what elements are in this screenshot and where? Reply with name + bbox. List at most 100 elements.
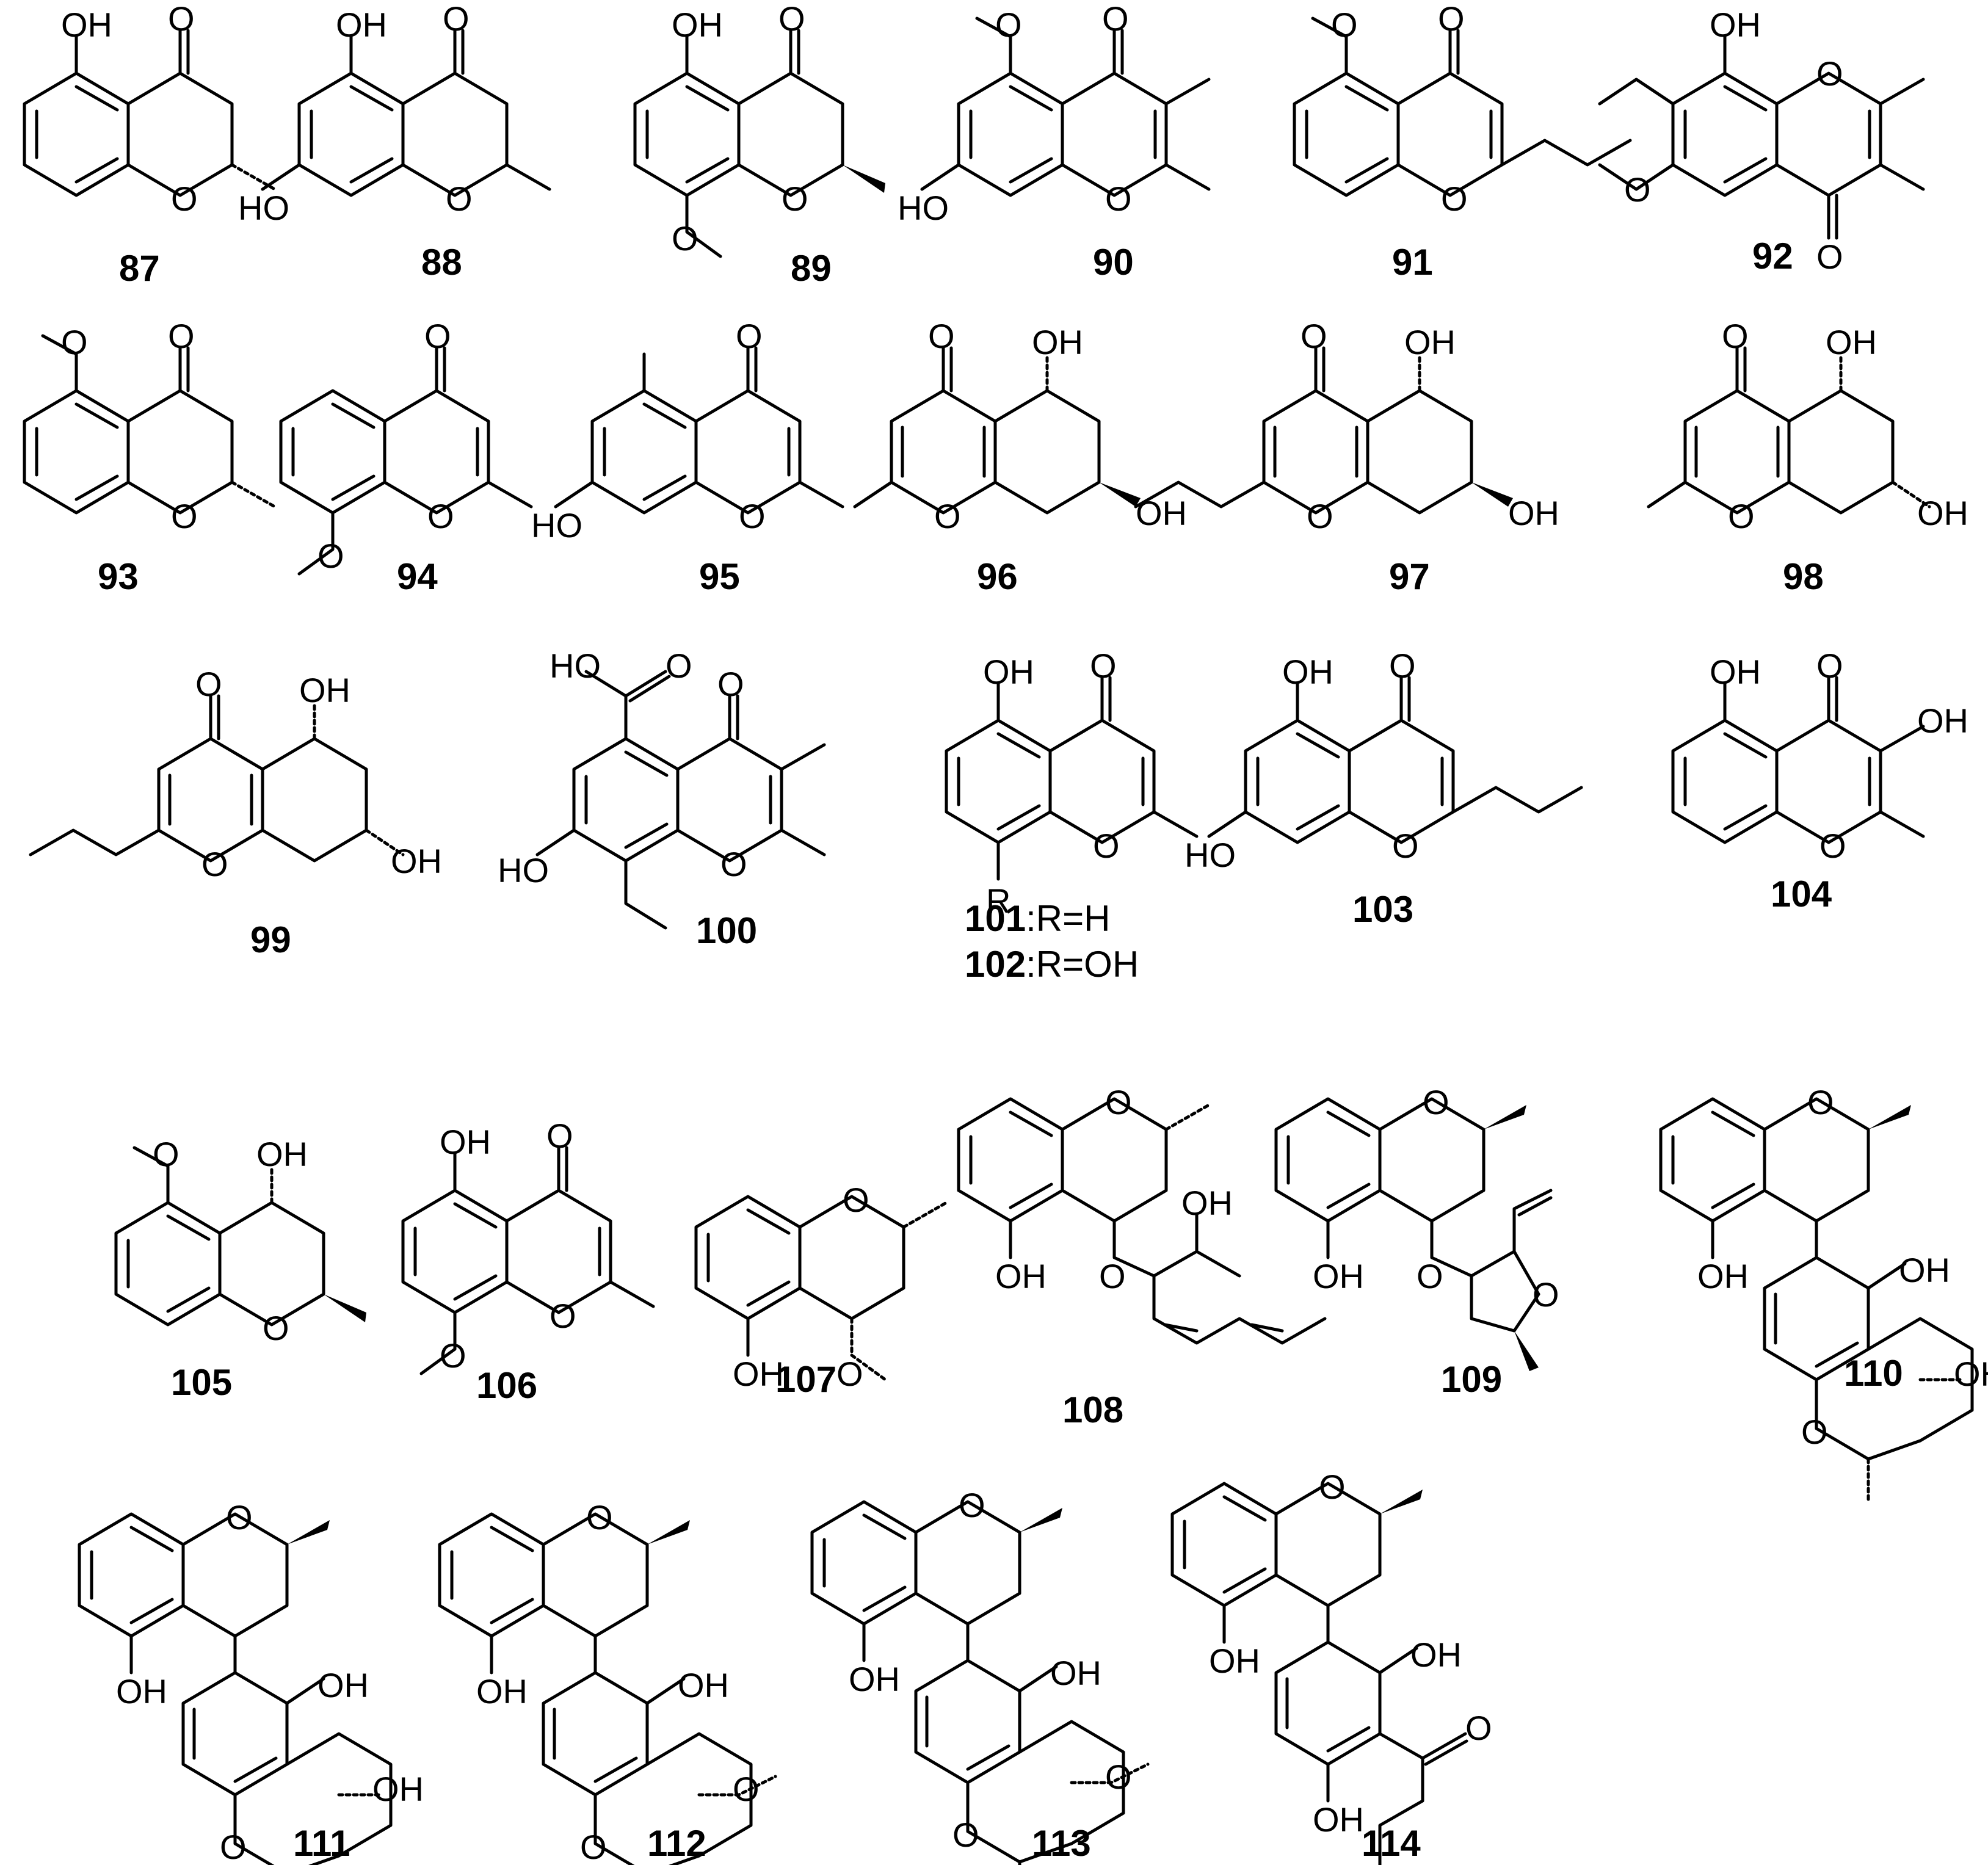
methoxy-oxygen-label: O bbox=[1624, 170, 1651, 209]
compound-number-106: 106 bbox=[476, 1365, 537, 1406]
ring-oxygen-label: O bbox=[1801, 1413, 1828, 1451]
carbonyl-oxygen-label: O bbox=[1389, 646, 1416, 685]
ring-oxygen-label: O bbox=[739, 497, 766, 535]
structure-107: OH O O bbox=[696, 1181, 948, 1393]
methoxy-oxygen-label: O bbox=[672, 219, 698, 258]
substituent-r-h: :R=H bbox=[1026, 898, 1110, 939]
carbonyl-oxygen-label: O bbox=[546, 1117, 573, 1155]
hydroxyl-label: OH bbox=[1313, 1257, 1364, 1295]
carbonyl-oxygen-label: O bbox=[168, 317, 195, 355]
compound-number-87: 87 bbox=[119, 248, 160, 289]
hydroxyl-label: OH bbox=[1697, 1257, 1749, 1295]
ring-oxygen-label: O bbox=[1392, 827, 1419, 865]
hydroxyl-label: OH bbox=[1508, 494, 1559, 532]
compound-number-111: 111 bbox=[293, 1823, 350, 1864]
methoxy-oxygen-label: O bbox=[317, 537, 344, 575]
compound-number-88: 88 bbox=[421, 242, 462, 283]
structure-100: HO O HO O O bbox=[498, 646, 826, 930]
compound-number-107: 107 bbox=[775, 1359, 836, 1400]
compound-number-92: 92 bbox=[1752, 236, 1793, 277]
ring-oxygen-label: O bbox=[952, 1816, 979, 1854]
compound-number-110: 110 bbox=[1844, 1353, 1903, 1394]
hydroxyl-label: OH bbox=[678, 1666, 729, 1704]
hydroxyl-label: OH bbox=[1282, 653, 1333, 691]
structure-98: O OH OH O bbox=[1647, 317, 1968, 535]
compound-number-96: 96 bbox=[977, 556, 1018, 597]
hydroxyl-label: OH bbox=[299, 671, 350, 709]
ring-oxygen-label: O bbox=[1423, 1083, 1449, 1121]
compound-number-91: 91 bbox=[1392, 242, 1433, 283]
ether-oxygen-label: O bbox=[1417, 1257, 1443, 1295]
ring-oxygen-label: O bbox=[226, 1498, 253, 1537]
hydroxyl-label: OH bbox=[1954, 1355, 1988, 1393]
hydroxyl-label: OH bbox=[1826, 323, 1877, 361]
hydroxyl-label: HO bbox=[898, 189, 949, 227]
compound-number-108: 108 bbox=[1062, 1389, 1123, 1430]
carbonyl-oxygen-label: O bbox=[736, 317, 763, 355]
ring-oxygen-label: O bbox=[427, 497, 454, 535]
hydroxyl-label: OH bbox=[256, 1135, 308, 1173]
hydroxyl-label: OH bbox=[1899, 1251, 1950, 1289]
ring-oxygen-label: O bbox=[446, 179, 473, 218]
hydroxyl-label: OH bbox=[391, 842, 442, 880]
structure-99: O OH OH O bbox=[29, 665, 442, 883]
compound-number-102: 102:R=OH bbox=[965, 944, 1139, 985]
hydroxyl-label: OH bbox=[1209, 1642, 1260, 1680]
ether-oxygen-label: O bbox=[1099, 1257, 1126, 1295]
structure-92: OH O O O bbox=[1598, 5, 1925, 276]
structure-96: O OH OH O bbox=[853, 317, 1187, 535]
carbonyl-oxygen-label: O bbox=[443, 0, 470, 38]
compound-number-105: 105 bbox=[171, 1362, 232, 1403]
compound-number-104: 104 bbox=[1771, 874, 1832, 914]
methoxy-oxygen-label: O bbox=[1105, 1758, 1132, 1796]
hydroxyl-label: OH bbox=[372, 1770, 424, 1808]
structure-112: OH OH O O O bbox=[440, 1498, 777, 1865]
structure-108: OH O OH O bbox=[959, 1083, 1327, 1345]
compound-number-101: 101:R=H bbox=[965, 898, 1110, 939]
compound-number-112: 112 bbox=[647, 1823, 706, 1864]
ring-oxygen-label: O bbox=[934, 497, 961, 535]
carbonyl-oxygen-label: O bbox=[778, 0, 805, 38]
structure-97: O OH OH O bbox=[1134, 317, 1559, 535]
substituent-r-oh: :R=OH bbox=[1026, 944, 1139, 985]
ring-oxygen-label: O bbox=[220, 1828, 247, 1865]
compound-number-89: 89 bbox=[791, 248, 832, 289]
ring-oxygen-label: O bbox=[1105, 179, 1132, 218]
compound-number-103: 103 bbox=[1352, 889, 1413, 930]
methoxy-oxygen-label: O bbox=[836, 1355, 863, 1393]
hydroxyl-label: OH bbox=[1404, 323, 1456, 361]
ring-oxygen-label: O bbox=[782, 179, 808, 218]
hydroxyl-label: OH bbox=[1710, 5, 1761, 44]
structure-105: O OH O bbox=[116, 1135, 366, 1347]
hydroxyl-label: OH bbox=[672, 5, 723, 44]
compound-number-100: 100 bbox=[696, 910, 757, 951]
ring-oxygen-label: O bbox=[1728, 497, 1755, 535]
structure-89: OH O O O bbox=[635, 0, 885, 258]
ring-oxygen-label: O bbox=[1093, 827, 1120, 865]
ring-oxygen-label: O bbox=[580, 1828, 607, 1865]
hydroxyl-label: OH bbox=[336, 5, 387, 44]
ring-oxygen-label: O bbox=[550, 1297, 576, 1335]
ring-oxygen-label: O bbox=[263, 1309, 289, 1347]
hydroxyl-label: OH bbox=[476, 1672, 528, 1711]
structure-90: O HO O O bbox=[898, 0, 1211, 227]
structure-93: O O O bbox=[24, 317, 277, 535]
hydroxyl-label: OH bbox=[733, 1355, 784, 1393]
carbonyl-oxygen-label: O bbox=[424, 317, 451, 355]
structure-103: OH HO O O bbox=[1184, 646, 1583, 874]
hydroxyl-label: OH bbox=[1050, 1654, 1101, 1692]
compound-number-109: 109 bbox=[1441, 1359, 1502, 1400]
methoxy-oxygen-label: O bbox=[440, 1336, 466, 1375]
compound-number-94: 94 bbox=[397, 556, 438, 597]
structure-94: O O O bbox=[281, 317, 533, 576]
carbonyl-oxygen-label: O bbox=[168, 0, 195, 38]
methoxy-oxygen-label: O bbox=[733, 1770, 760, 1808]
carbonyl-oxygen-label: O bbox=[1816, 237, 1843, 276]
hydroxyl-label: OH bbox=[1181, 1184, 1233, 1222]
hydroxyl-label: HO bbox=[238, 189, 289, 227]
ring-oxygen-label: O bbox=[1441, 179, 1468, 218]
ketone-oxygen-label: O bbox=[1465, 1709, 1492, 1747]
hydroxyl-label: OH bbox=[440, 1123, 491, 1161]
ring-oxygen-label: O bbox=[1816, 54, 1843, 93]
hydroxyl-label: HO bbox=[531, 506, 582, 545]
